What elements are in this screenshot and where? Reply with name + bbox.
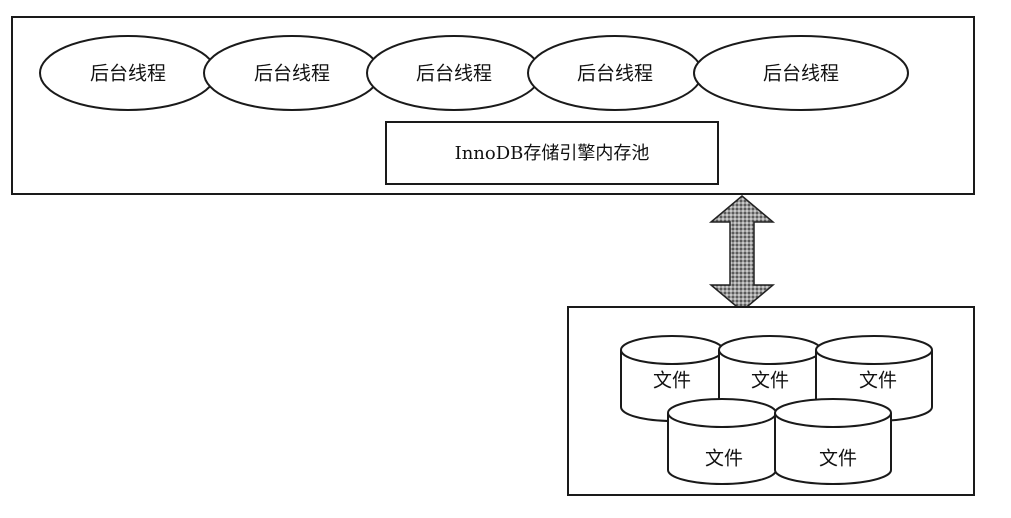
file-label: 文件 bbox=[859, 370, 897, 392]
thread-label: 后台线程 bbox=[90, 63, 166, 85]
thread-label: 后台线程 bbox=[416, 63, 492, 85]
file-4: 文件 bbox=[667, 398, 777, 485]
thread-label: 后台线程 bbox=[254, 63, 330, 85]
file-label: 文件 bbox=[705, 448, 743, 470]
file-cylinder-top bbox=[815, 335, 933, 365]
file-cylinder-top bbox=[667, 398, 777, 428]
file-label: 文件 bbox=[819, 448, 857, 470]
thread-4: 后台线程 bbox=[527, 35, 703, 111]
thread-3: 后台线程 bbox=[366, 35, 542, 111]
thread-label: 后台线程 bbox=[577, 63, 653, 85]
file-label: 文件 bbox=[751, 370, 789, 392]
thread-2: 后台线程 bbox=[203, 35, 381, 111]
file-cylinder-top bbox=[620, 335, 724, 365]
thread-5: 后台线程 bbox=[693, 35, 909, 111]
file-cylinder-top bbox=[774, 398, 892, 428]
file-label: 文件 bbox=[653, 370, 691, 392]
thread-ellipse bbox=[693, 35, 909, 111]
double-arrow-icon bbox=[708, 195, 776, 312]
file-cylinder-top bbox=[718, 335, 822, 365]
memory-pool-box bbox=[385, 121, 719, 185]
file-5: 文件 bbox=[774, 398, 892, 485]
memory-pool-label: InnoDB存储引擎内存池 bbox=[455, 143, 650, 164]
file-cylinder-body bbox=[667, 413, 777, 485]
file-cylinder-body bbox=[774, 413, 892, 485]
thread-1: 后台线程 bbox=[39, 35, 217, 111]
thread-label: 后台线程 bbox=[763, 63, 839, 85]
memory-pool: InnoDB存储引擎内存池 bbox=[385, 121, 719, 185]
